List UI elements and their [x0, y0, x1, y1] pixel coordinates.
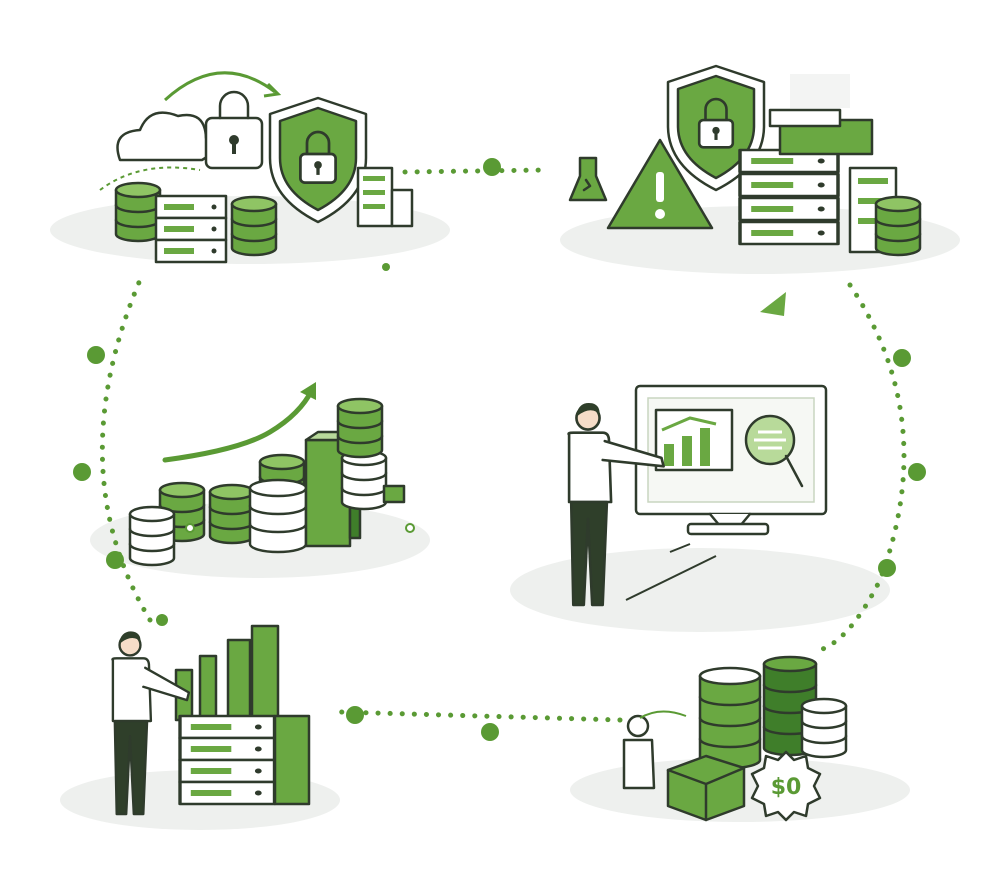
cloud-icon [116, 111, 214, 162]
database-icon [128, 505, 176, 567]
padlock-icon [204, 90, 264, 170]
cost-savings-node: $0 [622, 655, 848, 822]
data-growth-node [128, 382, 415, 567]
server-capacity-node [111, 624, 311, 816]
database-large-icon [248, 478, 308, 554]
cycle-nodes [73, 158, 926, 741]
cloud-security-node [99, 71, 414, 264]
bar-chart-icon [661, 416, 717, 466]
box-icon [666, 754, 746, 822]
server-small-icon [356, 166, 414, 228]
cost-badge-label: $0 [771, 775, 802, 800]
magnifier-icon [744, 414, 804, 488]
person-icon [622, 714, 656, 790]
database-icon [230, 195, 278, 257]
database-icon [340, 449, 388, 511]
database-stack-icon [698, 655, 848, 770]
gear-icon: $0 [750, 750, 822, 822]
analytics-monitor-node [567, 384, 828, 607]
server-rack-icon [738, 148, 840, 246]
risk-alert-node [568, 64, 922, 316]
flask-icon [568, 156, 608, 202]
bar-chart-icon [174, 624, 280, 722]
database-icon [800, 697, 848, 759]
database-icon [114, 181, 162, 243]
database-icon [336, 397, 384, 459]
person-icon [567, 401, 665, 607]
growth-arrow-icon [162, 387, 315, 463]
database-icon [208, 483, 256, 545]
person-icon [111, 630, 191, 816]
warning-icon [606, 138, 714, 230]
database-icon [874, 195, 922, 257]
server-rack-icon [178, 714, 311, 806]
server-icon [154, 194, 228, 264]
cycle-path [99, 167, 907, 723]
